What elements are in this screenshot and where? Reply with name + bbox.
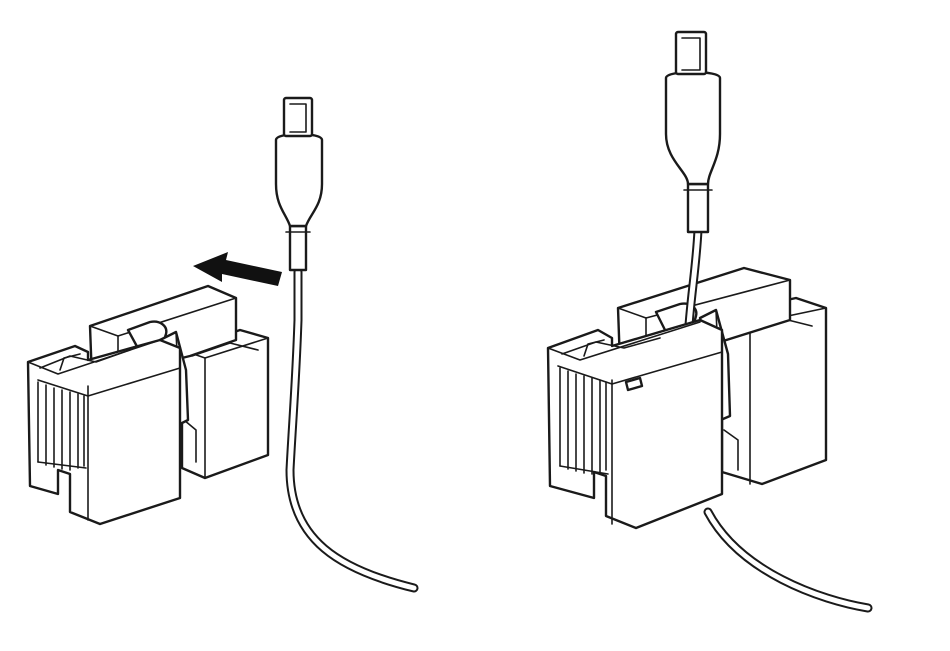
arrow-left-icon [193,252,282,286]
panel-before-insertion [28,98,414,588]
holder-grip-ribs [560,368,608,474]
holder-front-module [28,340,180,524]
usb-c-cable-loose [276,98,414,588]
holder-front-module [548,320,722,528]
panel-after-insertion [548,32,868,608]
